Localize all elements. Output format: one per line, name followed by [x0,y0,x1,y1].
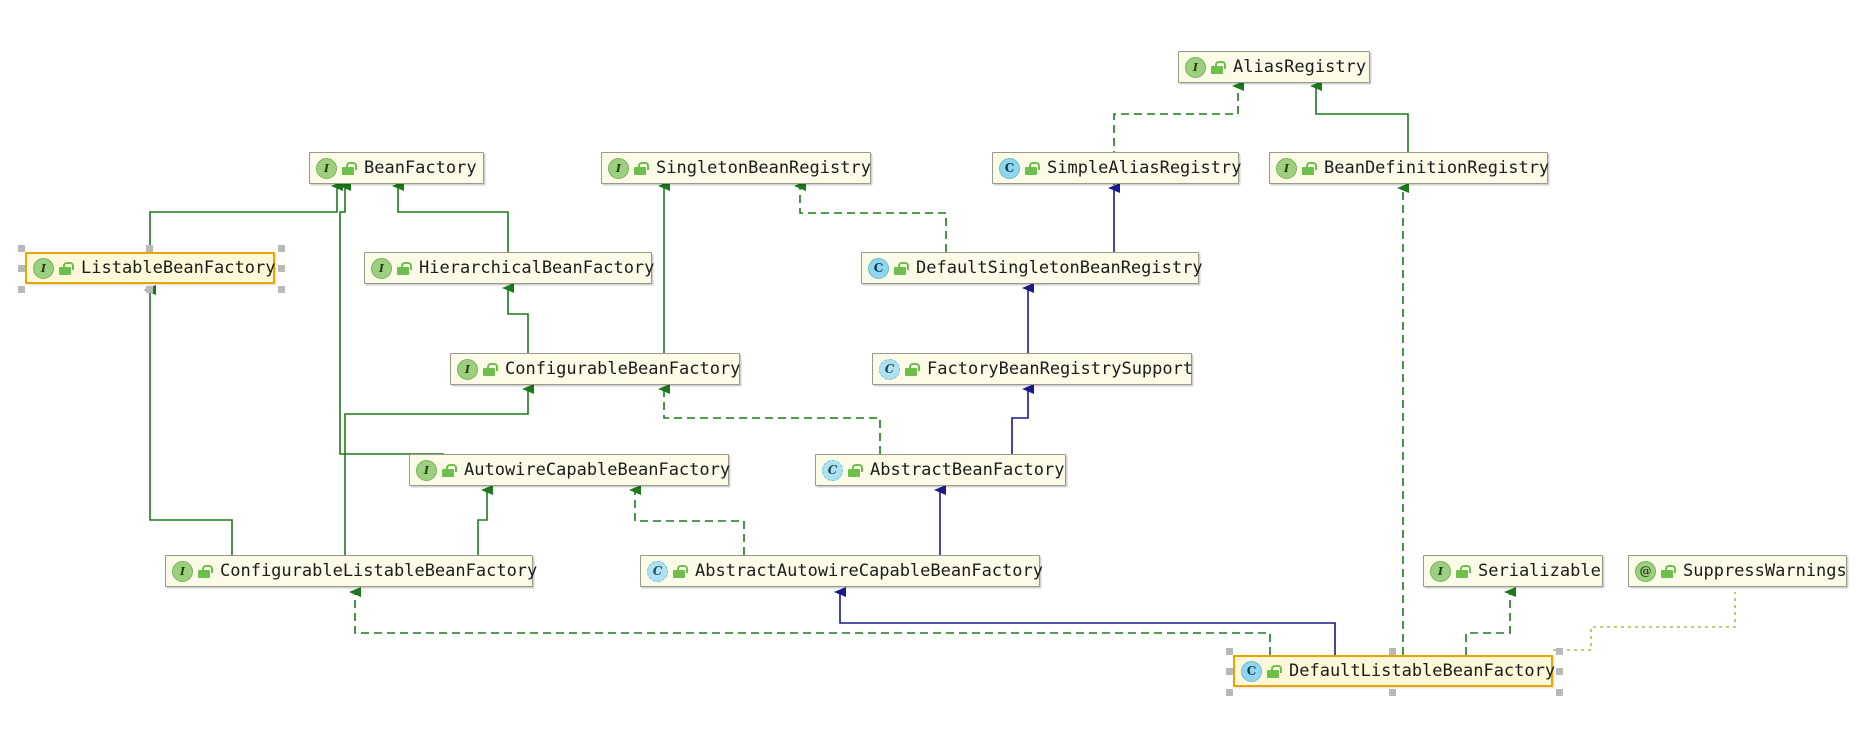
edge-abstractbeanfactory-configurablebeanfactory [658,384,881,454]
uml-node-label: ListableBeanFactory [81,258,276,278]
abstract-class-icon: C [879,358,900,380]
edge-hierarchicalbeanfactory-beanfactory [392,181,509,252]
uml-node-label: BeanDefinitionRegistry [1324,158,1550,178]
selection-handle[interactable] [18,286,25,293]
selection-handle[interactable] [1389,648,1396,655]
edge-defaultsingletonbeanregistry-singletonbeanregistry [794,181,947,252]
public-lock-icon [442,463,457,477]
edge-defaultlistablebeanfactory-abstractautowirecapablebeanfactory [834,587,1336,655]
uml-node-aliasregistry[interactable]: I AliasRegistry [1178,51,1370,83]
uml-node-serializable[interactable]: I Serializable [1423,555,1603,587]
public-lock-icon [1302,161,1317,175]
public-lock-icon [634,161,649,175]
uml-node-abstractautowirecapablebeanfactory[interactable]: C AbstractAutowireCapableBeanFactory [640,555,1043,587]
selection-handle[interactable] [278,286,285,293]
public-lock-icon [673,564,688,578]
interface-icon: I [172,560,193,582]
uml-node-label: DefaultListableBeanFactory [1289,661,1556,681]
selection-handle[interactable] [1389,689,1396,696]
selection-handle[interactable] [18,245,25,252]
uml-node-label: SingletonBeanRegistry [656,158,871,178]
edge-listablebeanfactory-beanfactory [149,181,343,252]
public-lock-icon [848,463,863,477]
public-lock-icon [397,261,412,275]
selection-handle[interactable] [1556,668,1563,675]
interface-icon: I [371,257,392,279]
uml-node-defaultsingletonbeanregistry[interactable]: C DefaultSingletonBeanRegistry [861,252,1203,284]
interface-icon: I [416,459,437,481]
uml-node-defaultlistablebeanfactory[interactable]: C DefaultListableBeanFactory [1233,655,1556,687]
edge-autowirecapablebeanfactory-beanfactory [339,181,444,455]
abstract-class-icon: C [822,459,843,481]
uml-node-beandefinitionregistry[interactable]: I BeanDefinitionRegistry [1269,152,1550,184]
uml-node-hierarchicalbeanfactory[interactable]: I HierarchicalBeanFactory [364,252,655,284]
interface-icon: I [1276,157,1297,179]
edge-defaultlistablebeanfactory-configurablelistablebeanfactory [349,587,1271,655]
uml-node-label: BeanFactory [364,158,477,178]
selection-handle[interactable] [278,265,285,272]
uml-node-label: AutowireCapableBeanFactory [464,460,731,480]
selection-handle[interactable] [146,286,153,293]
public-lock-icon [483,362,498,376]
uml-node-label: ConfigurableListableBeanFactory [220,561,538,581]
uml-node-configurablebeanfactory[interactable]: I ConfigurableBeanFactory [450,353,740,385]
selection-handle[interactable] [1556,689,1563,696]
interface-icon: I [33,257,54,279]
public-lock-icon [1025,161,1040,175]
selection-handle[interactable] [1226,689,1233,696]
public-lock-icon [1267,664,1282,678]
public-lock-icon [59,261,74,275]
uml-node-label: HierarchicalBeanFactory [419,258,655,278]
uml-node-label: AbstractBeanFactory [870,460,1065,480]
uml-node-suppresswarnings[interactable]: @ SuppressWarnings [1628,555,1847,587]
interface-icon: I [457,358,478,380]
uml-node-beanfactory[interactable]: I BeanFactory [309,152,484,184]
selection-handle[interactable] [1226,648,1233,655]
uml-node-label: ConfigurableBeanFactory [505,359,741,379]
public-lock-icon [1211,60,1226,74]
public-lock-icon [905,362,920,376]
uml-node-label: AbstractAutowireCapableBeanFactory [695,561,1043,581]
class-icon: C [999,157,1020,179]
interface-icon: I [316,157,337,179]
class-icon: C [1241,660,1262,682]
uml-node-label: FactoryBeanRegistrySupport [927,359,1194,379]
edge-abstractbeanfactory-factorybeanregistrysupport [1011,384,1034,454]
uml-node-abstractbeanfactory[interactable]: C AbstractBeanFactory [815,454,1066,486]
interface-icon: I [608,157,629,179]
edge-configurablelistablebeanfactory-listablebeanfactory [144,285,233,555]
uml-node-singletonbeanregistry[interactable]: I SingletonBeanRegistry [601,152,871,184]
selection-handle[interactable] [146,245,153,252]
public-lock-icon [1661,564,1676,578]
annotation-icon: @ [1635,560,1656,582]
edge-defaultlistablebeanfactory-suppresswarnings [1553,592,1736,651]
interface-icon: I [1185,56,1206,78]
public-lock-icon [198,564,213,578]
abstract-class-icon: C [647,560,668,582]
selection-handle[interactable] [1226,668,1233,675]
edge-defaultlistablebeanfactory-serializable [1465,587,1516,655]
edge-abstractautowirecapablebeanfactory-autowirecapablebeanfactory [629,485,745,555]
class-icon: C [868,257,889,279]
uml-node-label: Serializable [1478,561,1601,581]
uml-node-configurablelistablebeanfactory[interactable]: I ConfigurableListableBeanFactory [165,555,537,587]
uml-node-autowirecapablebeanfactory[interactable]: I AutowireCapableBeanFactory [409,454,731,486]
interface-icon: I [1430,560,1451,582]
uml-node-listablebeanfactory[interactable]: I ListableBeanFactory [25,252,275,284]
uml-node-label: SuppressWarnings [1683,561,1847,581]
public-lock-icon [1456,564,1471,578]
uml-node-label: SimpleAliasRegistry [1047,158,1242,178]
uml-node-label: DefaultSingletonBeanRegistry [916,258,1203,278]
public-lock-icon [894,261,909,275]
edge-configurablebeanfactory-hierarchicalbeanfactory [502,283,529,353]
uml-node-simplealiasregistry[interactable]: C SimpleAliasRegistry [992,152,1242,184]
public-lock-icon [342,161,357,175]
edge-configurablelistablebeanfactory-autowirecapablebeanfactory [477,485,493,555]
selection-handle[interactable] [18,265,25,272]
uml-node-label: AliasRegistry [1233,57,1367,77]
selection-handle[interactable] [1556,648,1563,655]
uml-node-factorybeanregistrysupport[interactable]: C FactoryBeanRegistrySupport [872,353,1194,385]
selection-handle[interactable] [278,245,285,252]
